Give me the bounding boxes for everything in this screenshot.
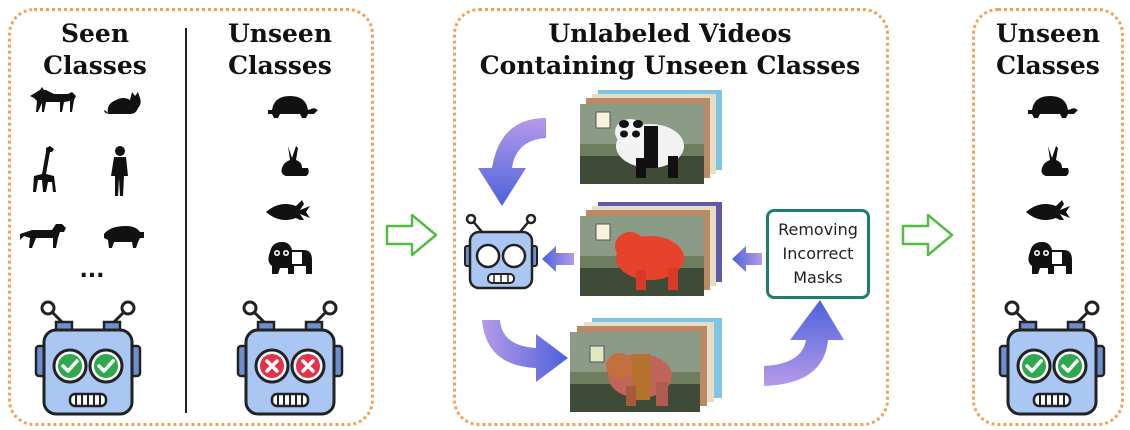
- turtle-icon: [1028, 96, 1078, 118]
- more-classes-ellipsis: ...: [79, 258, 105, 283]
- unseen-classes-title-right: Unseen Classes: [978, 18, 1118, 82]
- video-frames-raw: [580, 90, 722, 184]
- panda-icon: [268, 242, 312, 274]
- seen-unseen-panel: [8, 8, 374, 426]
- unseen-classes-title-left: Unseen Classes: [212, 18, 348, 82]
- video-frames-refined-masks: [570, 318, 722, 412]
- removing-incorrect-masks-box: Removing Incorrect Masks: [766, 209, 870, 299]
- fish-icon: [266, 200, 310, 220]
- middle-title-line1: Unlabeled Videos: [548, 19, 792, 48]
- step-arrow-icon-1: [385, 213, 438, 257]
- remove-box-line2: Incorrect: [782, 244, 854, 263]
- arrow-masks-to-model: [542, 246, 574, 272]
- seen-title-line2: Classes: [43, 51, 147, 80]
- right-title-line2: Classes: [996, 51, 1100, 80]
- horse-icon: [30, 87, 76, 112]
- curved-arrow-masks-to-filter: [764, 300, 844, 386]
- fish-icon: [1026, 200, 1070, 220]
- remove-box-line1: Removing: [778, 220, 858, 239]
- giraffe-icon: [33, 146, 56, 192]
- unseen-classes-result-panel: [972, 8, 1124, 426]
- step-arrow-icon-2: [901, 213, 954, 257]
- middle-title-line2: Containing Unseen Classes: [479, 51, 861, 80]
- unseen-title-line1: Unseen: [227, 19, 333, 48]
- right-title-line1: Unseen: [995, 19, 1101, 48]
- unseen-title-line2: Classes: [228, 51, 332, 80]
- turtle-icon: [268, 96, 318, 118]
- robot-success-icon: [998, 300, 1106, 416]
- unlabeled-videos-panel: [453, 8, 889, 426]
- cat-icon: [104, 92, 141, 114]
- curved-arrow-video-to-model: [478, 118, 546, 206]
- robot-failing-icon: [236, 300, 344, 416]
- pig-icon: [104, 226, 144, 248]
- rabbit-icon: [281, 146, 309, 176]
- video-frames-predicted-masks: [580, 202, 722, 296]
- dog-icon: [20, 224, 66, 248]
- remove-box-line3: Masks: [793, 268, 843, 287]
- person-icon: [111, 146, 128, 196]
- seen-title-line1: Seen: [60, 19, 130, 48]
- curved-arrow-model-to-masks: [482, 320, 568, 382]
- panda-icon: [1028, 242, 1072, 274]
- robot-learner-icon: [464, 214, 538, 290]
- arrow-filter-to-masks: [732, 246, 762, 272]
- unlabeled-videos-title: Unlabeled Videos Containing Unseen Class…: [460, 18, 880, 82]
- robot-happy-icon: [34, 300, 142, 416]
- rabbit-icon: [1041, 146, 1069, 176]
- seen-classes-title: Seen Classes: [30, 18, 160, 82]
- panel-divider: [185, 28, 187, 413]
